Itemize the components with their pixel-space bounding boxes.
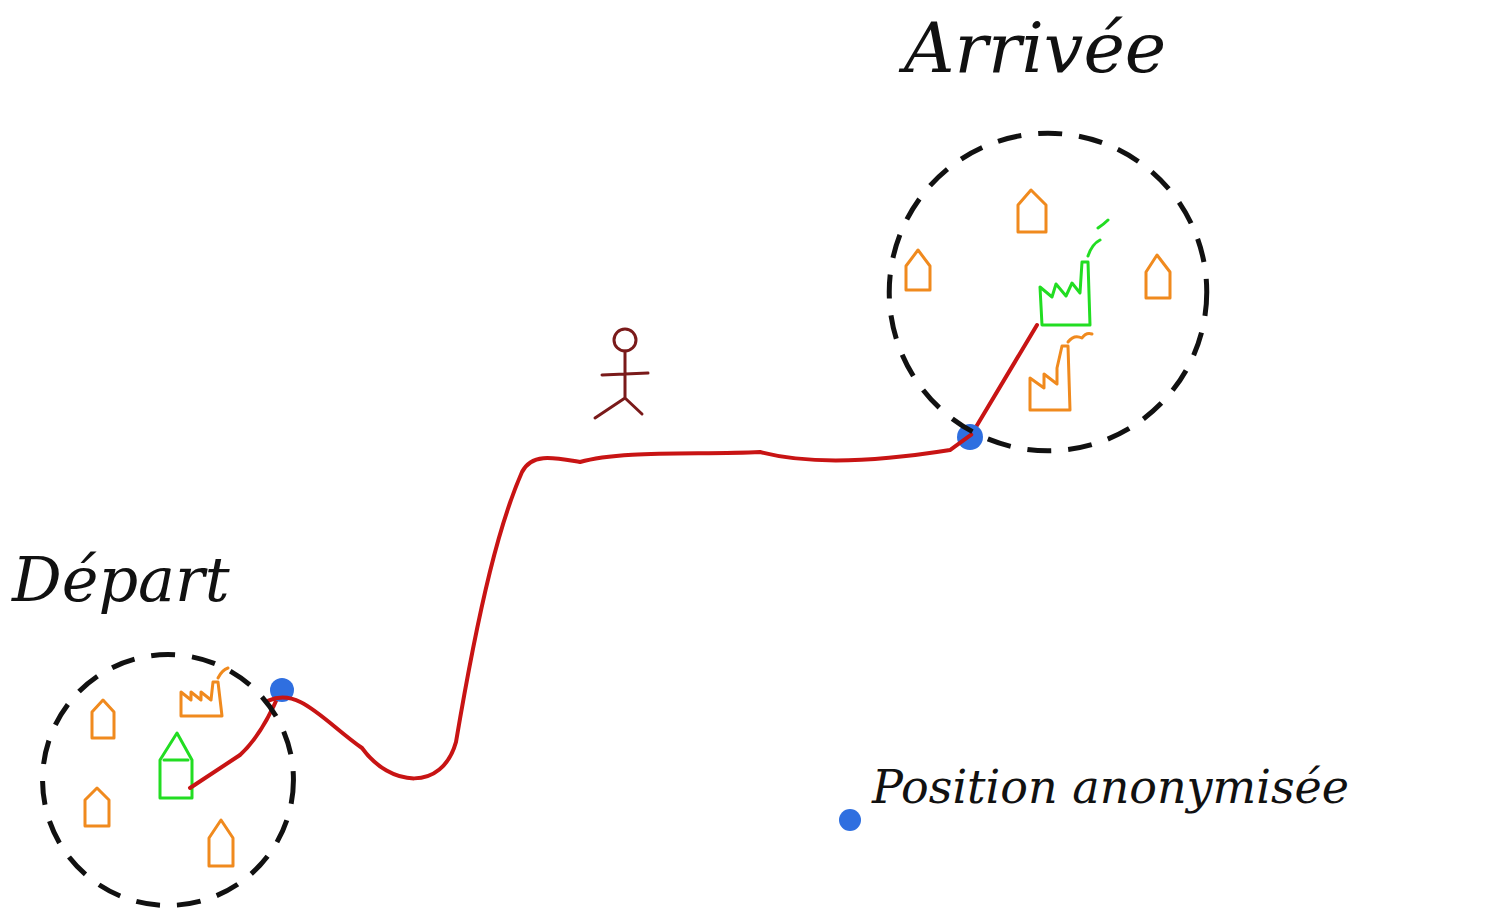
house <box>1018 190 1046 232</box>
legend-label: Position anonymisée <box>872 762 1349 813</box>
house <box>906 250 930 290</box>
area-heading: Arrivée <box>904 10 1166 87</box>
route-segment <box>970 325 1037 437</box>
house <box>209 820 233 866</box>
house <box>85 788 109 826</box>
area-heading: Départ <box>12 546 230 614</box>
route-line <box>268 435 971 779</box>
smoke <box>218 668 228 678</box>
factory <box>1030 346 1070 410</box>
legend-swatch <box>839 809 861 831</box>
factory <box>181 682 222 716</box>
origin-house <box>160 733 192 798</box>
dashed-circle <box>40 652 296 908</box>
smoke <box>1068 334 1092 343</box>
area-circle: Arrivée <box>886 130 1210 454</box>
house <box>1146 255 1170 298</box>
destination-factory <box>1040 262 1090 325</box>
dashed-circle <box>886 130 1210 454</box>
traveller-figure <box>595 329 648 418</box>
area-circle: Départ <box>40 652 296 908</box>
house <box>92 700 114 738</box>
smoke <box>1088 220 1108 256</box>
